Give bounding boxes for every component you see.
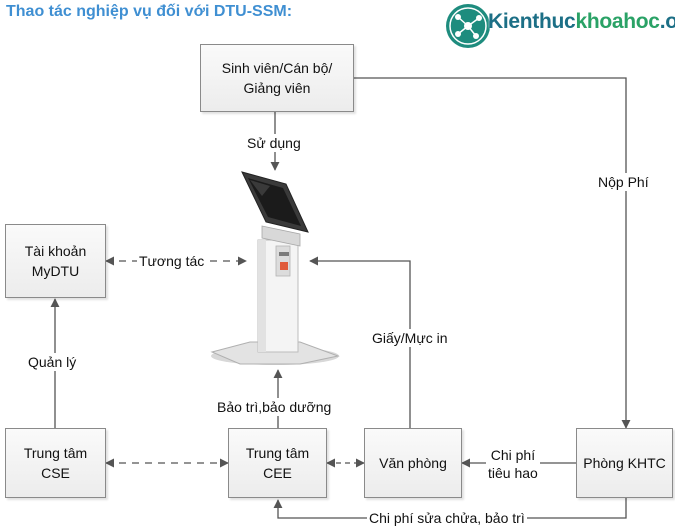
label-interact: Tương tác [137,252,207,270]
label-maintain: Bảo trì,bảo dưỡng [215,398,334,416]
node-mydtu-line-2: MyDTU [31,263,80,279]
label-consumables: Chi phí tiêu hao [486,446,540,482]
label-manage: Quản lý [26,353,79,371]
node-khtc-label: Phòng KHTC [583,455,666,471]
node-cee-line-1: Trung tâm [245,445,310,461]
node-office: Văn phòng [364,428,462,498]
label-paper: Giấy/Mực in [370,329,450,347]
edge-fee [354,77,631,429]
node-users: Sinh viên/Cán bộ/ Giảng viên [200,44,354,112]
logo-part-2: khoahoc [575,10,660,33]
node-users-line-2: Giảng viên [243,80,311,96]
label-consumables-line-2: tiêu hao [488,465,538,481]
label-fee: Nộp Phí [596,173,651,191]
edge-paper [309,256,411,428]
node-cse: Trung tâm CSE [5,428,106,498]
node-users-line-1: Sinh viên/Cán bộ/ [221,60,333,76]
label-repair: Chi phí sửa chửa, bảo trì [367,510,527,526]
logo-part-3: .org [659,10,675,33]
node-cse-line-2: CSE [41,465,70,481]
page-title: Thao tác nghiệp vụ đối với DTU-SSM: [6,3,293,20]
label-use: Sử dụng [245,134,303,152]
node-cee-line-2: CEE [263,465,292,481]
node-mydtu: Tài khoản MyDTU [5,224,106,298]
node-cee: Trung tâm CEE [228,428,327,498]
logo-part-1: Kienthuc [488,10,576,33]
node-mydtu-line-1: Tài khoản [24,243,87,259]
site-logo: Kienthuckhoahoc.org [488,10,675,34]
node-office-label: Văn phòng [379,455,447,471]
atom-molecule-icon [446,4,490,48]
node-khtc: Phòng KHTC [576,428,673,498]
label-consumables-line-1: Chi phí [490,447,536,463]
kiosk-icon [210,171,340,365]
node-cse-line-1: Trung tâm [23,445,88,461]
